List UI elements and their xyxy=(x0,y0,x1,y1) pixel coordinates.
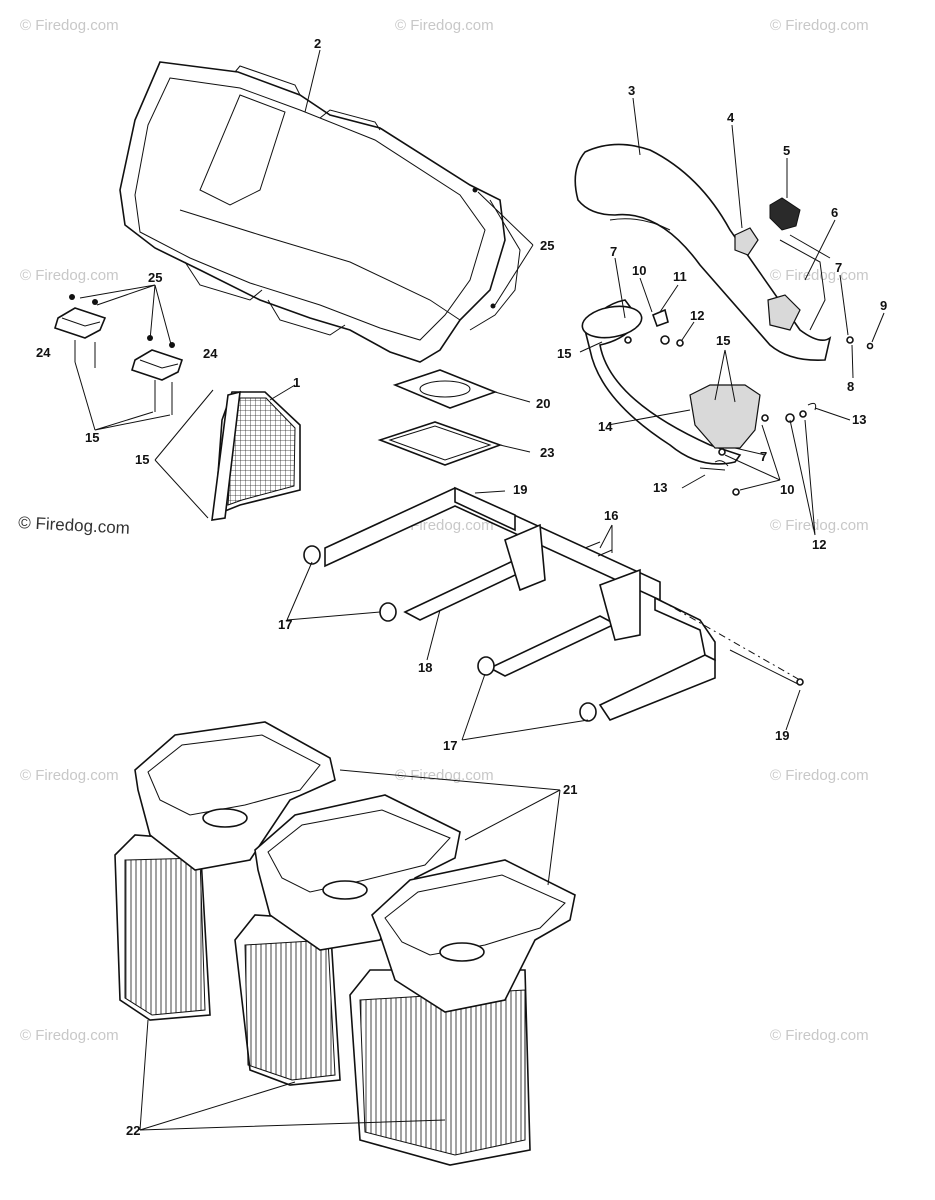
callout-15: 15 xyxy=(716,333,730,348)
callout-5: 5 xyxy=(783,143,790,158)
callout-22: 22 xyxy=(126,1123,140,1138)
callout-12: 12 xyxy=(690,308,704,323)
callout-15: 15 xyxy=(135,452,149,467)
callout-1: 1 xyxy=(293,375,300,390)
callout-3: 3 xyxy=(628,83,635,98)
watermark-text: © Firedog.com xyxy=(770,17,869,34)
callout-15: 15 xyxy=(85,430,99,445)
callout-16: 16 xyxy=(604,508,618,523)
watermark-main: © Firedog.com xyxy=(18,513,131,538)
callout-11: 11 xyxy=(673,269,687,284)
callout-7: 7 xyxy=(835,260,842,275)
watermark-text: © Firedog.com xyxy=(20,17,119,34)
callout-10: 10 xyxy=(632,263,646,278)
callout-20: 20 xyxy=(536,396,550,411)
callout-8: 8 xyxy=(847,379,854,394)
watermark-layer: © Firedog.com © Firedog.com © Firedog.co… xyxy=(20,17,869,1044)
watermark-text: © Firedog.com xyxy=(20,267,119,284)
chute-lower-14 xyxy=(581,299,761,465)
brackets-24 xyxy=(54,294,184,415)
callout-13: 13 xyxy=(852,412,866,427)
frame-assembly xyxy=(324,486,804,721)
collection-bags xyxy=(114,721,576,1166)
callout-14: 14 xyxy=(598,419,613,434)
callout-17: 17 xyxy=(443,738,457,753)
gaskets xyxy=(377,369,503,466)
watermark-text: © Firedog.com xyxy=(770,1027,869,1044)
callout-9: 9 xyxy=(880,298,887,313)
callout-15: 15 xyxy=(557,346,571,361)
callout-4: 4 xyxy=(727,110,735,125)
watermark-text: © Firedog.com xyxy=(770,267,869,284)
bag-2 xyxy=(234,794,461,1086)
callout-24: 24 xyxy=(36,345,51,360)
frame-caps-17 xyxy=(303,545,597,722)
callout-19: 19 xyxy=(513,482,527,497)
callout-6: 6 xyxy=(831,205,838,220)
callout-10: 10 xyxy=(780,482,794,497)
callout-19: 19 xyxy=(775,728,789,743)
callout-21: 21 xyxy=(563,782,577,797)
callout-13: 13 xyxy=(653,480,667,495)
callout-18: 18 xyxy=(418,660,432,675)
hood-housing xyxy=(119,61,521,363)
bag-1 xyxy=(114,721,336,1021)
callout-23: 23 xyxy=(540,445,554,460)
bag-3 xyxy=(349,859,576,1166)
callout-12: 12 xyxy=(812,537,826,552)
chute-part-3 xyxy=(574,143,832,362)
callout-labels: 2 3 4 5 6 25 25 7 10 11 7 9 12 15 15 24 … xyxy=(36,36,887,1138)
callout-24: 24 xyxy=(203,346,218,361)
screen-part xyxy=(211,390,301,521)
callout-2: 2 xyxy=(314,36,321,51)
callout-17: 17 xyxy=(278,617,292,632)
leader-lines xyxy=(74,49,885,1131)
callout-7: 7 xyxy=(760,449,767,464)
watermark-text: © Firedog.com xyxy=(770,767,869,784)
watermark-text: © Firedog.com xyxy=(395,767,494,784)
callout-25: 25 xyxy=(148,270,162,285)
callout-25: 25 xyxy=(540,238,554,253)
watermark-text: © Firedog.com xyxy=(395,17,494,34)
chute-parts-4-5-6 xyxy=(734,197,831,331)
callout-7: 7 xyxy=(610,244,617,259)
chute-hardware xyxy=(624,308,874,496)
watermark-text: © Firedog.com xyxy=(20,1027,119,1044)
watermark-text: © Firedog.com xyxy=(20,767,119,784)
watermark-text: © Firedog.com xyxy=(770,517,869,534)
